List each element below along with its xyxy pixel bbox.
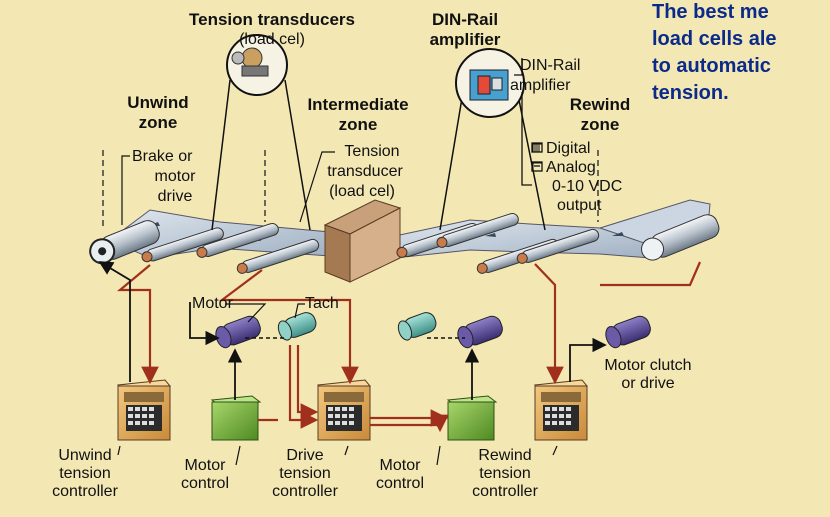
label-load-cel-paren: (load cel) bbox=[239, 31, 305, 48]
label-rewind-zone-1: Rewind bbox=[570, 95, 630, 114]
label-motor-ctrl1-2: control bbox=[181, 475, 229, 492]
label-drive-ctrl-3: controller bbox=[272, 483, 338, 500]
motor-control-2 bbox=[446, 395, 498, 441]
analog-icon bbox=[532, 162, 543, 172]
label-intermediate-zone-1: Intermediate bbox=[307, 95, 408, 114]
label-vdc-2: output bbox=[557, 197, 602, 214]
label-brake-1: Brake or bbox=[132, 148, 193, 165]
label-transducer-3: (load cel) bbox=[329, 183, 395, 200]
label-unwind-ctrl-1: Unwind bbox=[58, 447, 111, 464]
label-drive-ctrl-2: tension bbox=[279, 465, 331, 482]
unwind-tension-controller bbox=[117, 379, 171, 441]
label-motor-ctrl2-2: control bbox=[376, 475, 424, 492]
motor-control-1 bbox=[210, 395, 262, 441]
label-unwind-ctrl-3: controller bbox=[52, 483, 118, 500]
label-motor: Motor bbox=[192, 295, 234, 312]
label-transducer-1: Tension bbox=[344, 143, 399, 160]
label-motor-ctrl1-1: Motor bbox=[185, 457, 227, 474]
motors bbox=[215, 312, 651, 349]
headline-line-2: load cells ale bbox=[652, 28, 777, 50]
label-analog: Analog bbox=[546, 159, 596, 176]
headline-line-4: tension. bbox=[652, 82, 729, 104]
amplifier-magnifier bbox=[439, 48, 546, 231]
label-rewind-ctrl-1: Rewind bbox=[478, 447, 531, 464]
label-motor-clutch-2: or drive bbox=[621, 375, 674, 392]
label-unwind-zone-1: Unwind bbox=[127, 93, 188, 112]
rewind-tension-controller bbox=[534, 379, 588, 441]
label-din-rail-title-2: amplifier bbox=[430, 30, 501, 49]
label-rewind-ctrl-3: controller bbox=[472, 483, 538, 500]
label-rewind-zone-2: zone bbox=[581, 115, 620, 134]
signal-lines bbox=[116, 261, 702, 433]
label-brake-3: drive bbox=[158, 188, 193, 205]
label-drive-ctrl-1: Drive bbox=[286, 447, 323, 464]
label-rewind-ctrl-2: tension bbox=[479, 465, 531, 482]
control-lines bbox=[98, 261, 607, 400]
label-unwind-zone-2: zone bbox=[139, 113, 178, 132]
label-digital: Digital bbox=[546, 140, 590, 157]
load-cell-magnifier bbox=[211, 34, 311, 231]
headline-line-1: The best me bbox=[652, 1, 769, 23]
digital-icon bbox=[532, 143, 543, 153]
rollers bbox=[89, 212, 720, 274]
tension-transducer-block bbox=[323, 199, 402, 283]
label-unwind-ctrl-2: tension bbox=[59, 465, 111, 482]
label-din-rail-callout-2: amplifier bbox=[510, 77, 571, 94]
headline-line-3: to automatic bbox=[652, 55, 771, 77]
headline: The best me load cells ale to automatic … bbox=[652, 1, 777, 104]
zone-dividers bbox=[102, 150, 599, 228]
label-intermediate-zone-2: zone bbox=[339, 115, 378, 134]
label-motor-ctrl2-1: Motor bbox=[380, 457, 422, 474]
labels: Tension transducers (load cel) DIN-Rail … bbox=[52, 10, 691, 500]
leader-lines bbox=[117, 151, 558, 466]
drive-tension-controller bbox=[317, 379, 371, 441]
label-brake-2: motor bbox=[155, 168, 197, 185]
label-transducer-2: transducer bbox=[327, 163, 403, 180]
label-tach: Tach bbox=[305, 295, 339, 312]
label-vdc-1: 0-10 VDC bbox=[552, 178, 622, 195]
label-motor-clutch-1: Motor clutch bbox=[604, 357, 691, 374]
label-din-rail-title-1: DIN-Rail bbox=[432, 10, 498, 29]
label-din-rail-callout-1: DIN-Rail bbox=[520, 57, 580, 74]
label-tension-transducers: Tension transducers bbox=[189, 10, 355, 29]
controllers bbox=[117, 379, 588, 441]
